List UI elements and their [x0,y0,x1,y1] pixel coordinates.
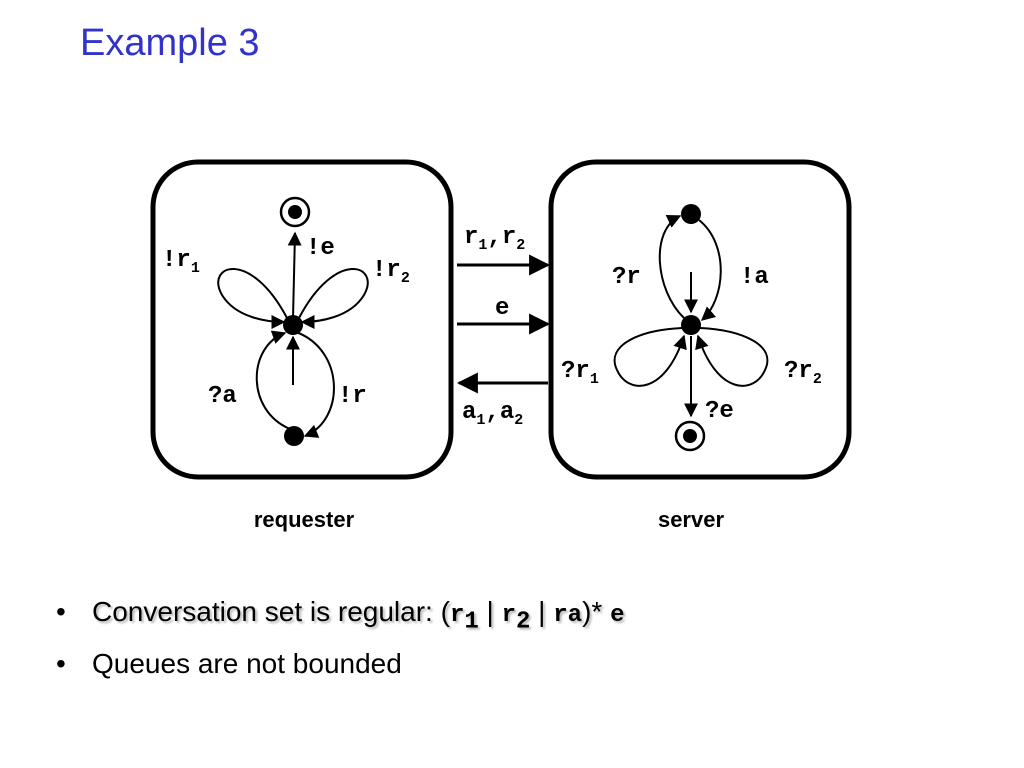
requester-label-recv-a: ?a [208,383,237,410]
server-label-recv-r2: ?r2 [784,358,822,388]
requester-center-state [283,315,303,335]
channel-label-middle: e [495,295,509,322]
channel-label-bottom: a1,a2 [462,399,523,429]
server-final-state [674,420,706,452]
server-recv-r1-loop [613,327,687,387]
server-center-state [681,315,701,335]
bullet-text: Queues are not bounded [92,648,402,679]
channel-label-top: r1,r2 [464,224,525,254]
requester-send-r2-loop [298,268,369,329]
server-recv-r-edge [658,215,685,319]
server-send-a-edge [698,219,722,321]
bullet-dot: • [56,596,66,627]
requester-final-state [279,196,311,228]
bullet-list: • Conversation set is regular: (r1 | r2 … [56,590,624,694]
server-recv-r2-loop [695,327,769,387]
server-box [548,159,852,480]
requester-automaton [217,196,369,446]
requester-bottom-state [284,426,304,446]
requester-box [150,159,454,480]
requester-caption: requester [254,507,355,532]
requester-label-send-e: !e [306,235,335,262]
server-top-state [681,204,701,224]
server-label-send-a: !a [740,264,769,291]
bullet-text: Conversation set is regular: (r1 | r2 | … [92,596,625,636]
server-label-recv-e: ?e [705,398,734,425]
server-label-recv-r: ?r [612,264,641,291]
requester-send-e-edge [287,231,302,319]
server-caption: server [658,507,725,532]
server-automaton [613,204,769,452]
requester-send-r1-loop [217,268,288,329]
requester-label-send-r2: !r2 [372,257,410,287]
bullet-item-queues: • Queues are not bounded [56,642,624,694]
requester-label-send-r1: !r1 [162,247,200,277]
diagram: !r1 !e !r2 ?a !r r1,r2 e a1,a2 ?r !a ?r1… [150,159,852,532]
server-label-recv-r1: ?r1 [561,358,599,388]
bullet-item-conversation-set: • Conversation set is regular: (r1 | r2 … [56,590,624,642]
slide-title: Example 3 [80,22,260,64]
requester-recv-a-edge [255,330,291,430]
requester-send-r-edge [295,331,335,438]
bullet-dot: • [56,648,66,679]
requester-label-send-r: !r [338,383,367,410]
